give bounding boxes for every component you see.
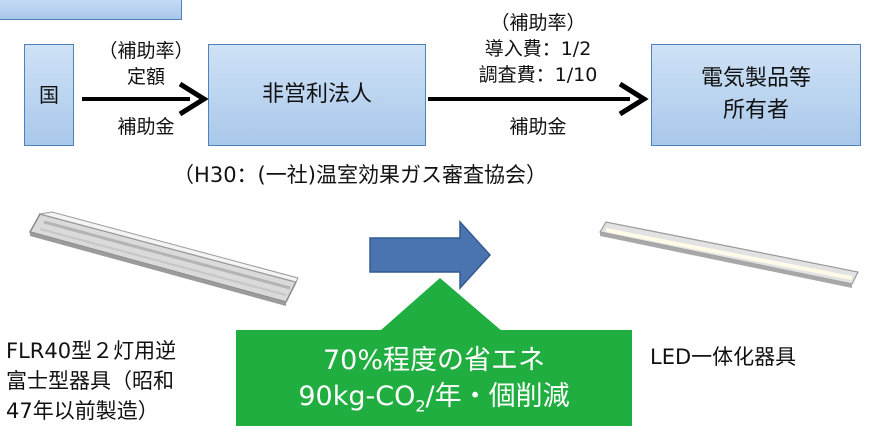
owner-box: 電気製品等 所有者	[651, 44, 861, 146]
left-rate-value: 定額	[126, 66, 165, 88]
old-fixture-caption-line3: 47年以前製造）	[6, 399, 159, 423]
effect-line2-prefix: 90kg-CO	[298, 381, 416, 412]
organization-note: （H30：(一社)温室効果ガス審査協会）	[173, 163, 547, 187]
right-rate-survey: 調査費：1/10	[478, 64, 598, 86]
right-rate-intro: 導入費：1/2	[484, 38, 592, 60]
old-fixture-caption-line1: FLR40型２灯用逆	[6, 339, 177, 363]
old-fixture-caption-line2: 富士型器具（昭和	[6, 369, 174, 393]
country-box: 国	[24, 44, 74, 146]
led-fixture-caption: LED一体化器具	[650, 345, 797, 369]
owner-label-line2: 所有者	[722, 98, 789, 123]
nonprofit-box: 非営利法人	[208, 44, 426, 146]
country-label: 国	[39, 83, 59, 107]
left-subsidy-label: 補助金	[117, 116, 175, 138]
left-rate-label: （補助率）	[98, 40, 194, 62]
effect-line2-sub: 2	[415, 396, 426, 416]
right-rate-label: （補助率）	[490, 12, 586, 34]
effect-line2: 90kg-CO2/年・個削減	[236, 380, 632, 423]
top-partial-box	[0, 0, 182, 20]
right-subsidy-label: 補助金	[509, 116, 567, 138]
nonprofit-label: 非営利法人	[261, 82, 372, 107]
effect-line1: 70%程度の省エネ	[322, 345, 545, 376]
owner-label-line1: 電気製品等	[700, 66, 811, 91]
effect-line2-suffix: /年・個削減	[425, 381, 570, 412]
